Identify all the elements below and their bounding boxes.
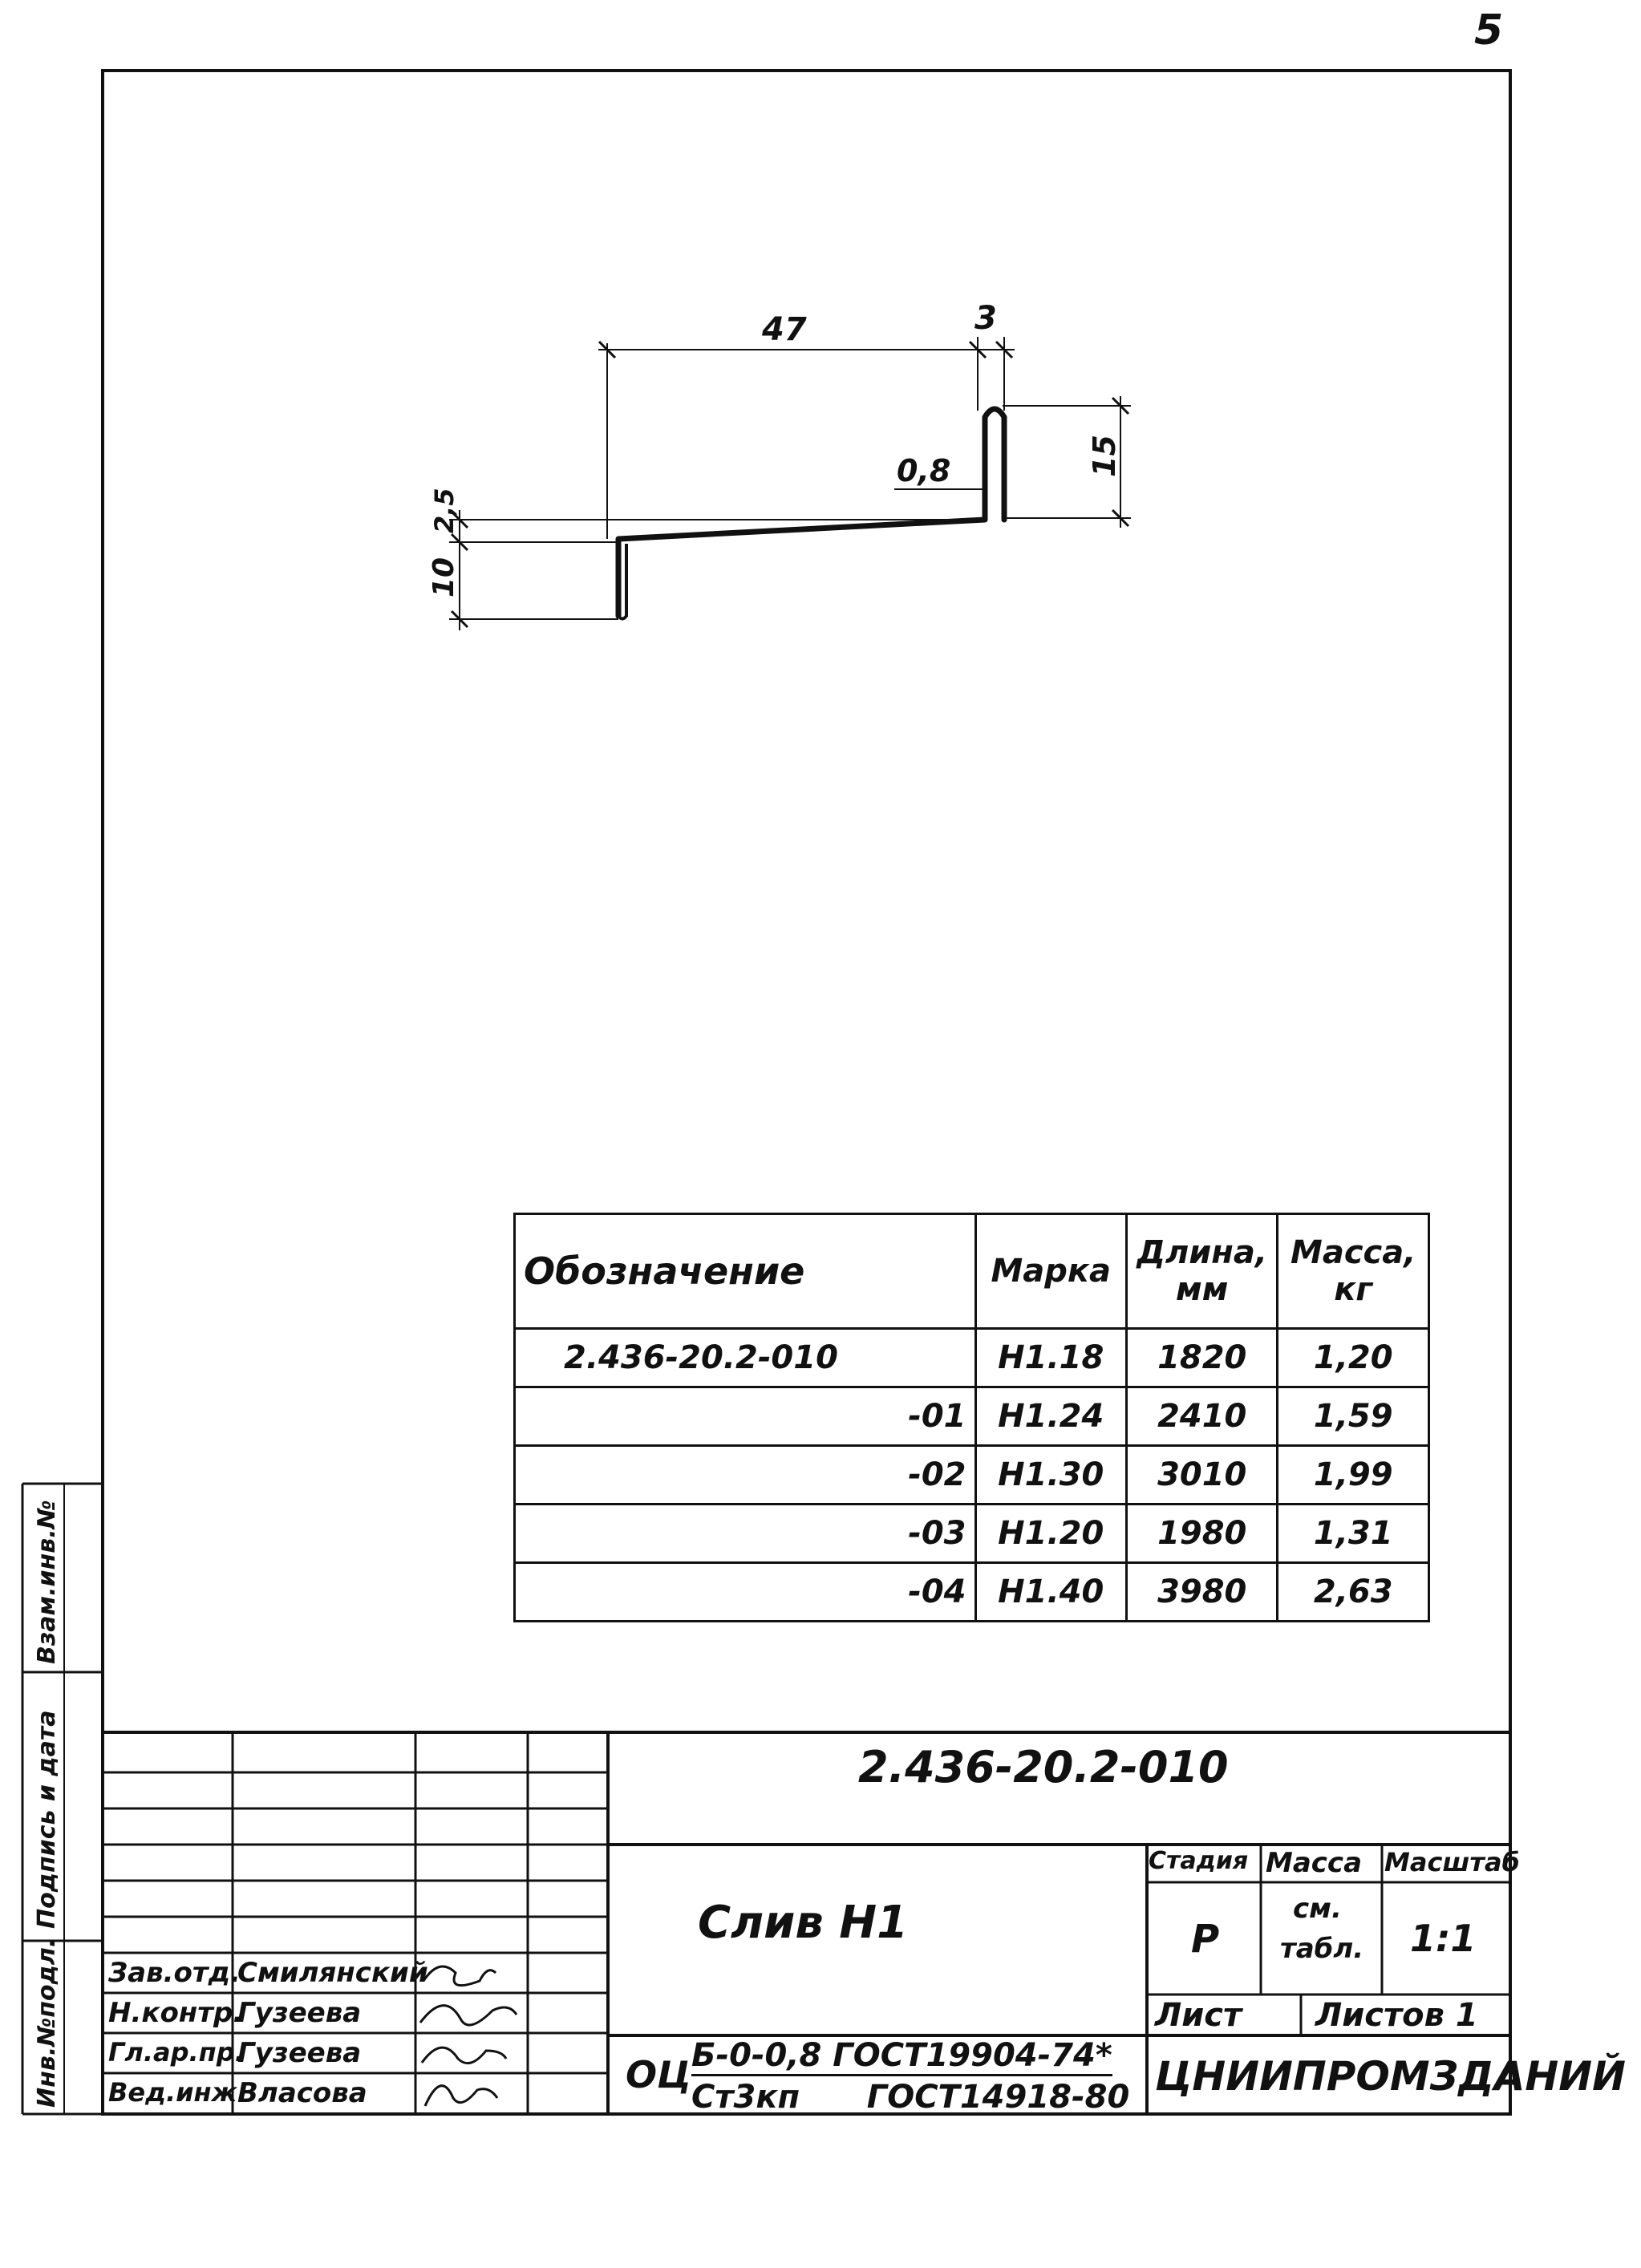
cell-length: 3010 xyxy=(1124,1444,1279,1505)
title-block-lines xyxy=(103,1731,1510,2114)
sheet-frame xyxy=(101,69,1512,2116)
profile-outline xyxy=(615,406,1007,619)
stage-label: Стадия xyxy=(1149,1847,1249,1875)
cell-designation: 2.436-20.2-010 xyxy=(513,1327,977,1388)
dim-15: 15 xyxy=(1087,435,1122,477)
table-row: -03 Н1.20 1980 1,31 xyxy=(513,1503,1430,1564)
table-row: -02 Н1.30 3010 1,99 xyxy=(513,1444,1430,1505)
side-stamp-inv: Инв.№подл. xyxy=(33,1938,61,2108)
mass-value-line2: табл. xyxy=(1280,1933,1364,1965)
sig-role-1: Зав.отд. xyxy=(108,1957,241,1989)
cell-length: 3980 xyxy=(1124,1561,1279,1622)
cell-length: 1820 xyxy=(1124,1327,1279,1388)
header-mass: Масса, кг xyxy=(1276,1213,1430,1330)
dim-3: 3 xyxy=(974,300,997,337)
sig-name-4: Власова xyxy=(237,2077,367,2109)
sig-role-3: Гл.ар.пр. xyxy=(108,2037,245,2068)
dim-47: 47 xyxy=(761,311,807,348)
cell-mark: Н1.30 xyxy=(974,1444,1128,1505)
table-row: 2.436-20.2-010 Н1.18 1820 1,20 xyxy=(513,1327,1430,1388)
cell-mark: Н1.18 xyxy=(974,1327,1128,1388)
stage-value: Р xyxy=(1191,1917,1220,1962)
doc-designation: 2.436-20.2-010 xyxy=(858,1742,1229,1792)
sig-name-2: Гузеева xyxy=(237,1997,362,2029)
table-row: -04 Н1.40 3980 2,63 xyxy=(513,1561,1430,1622)
mass-label: Масса xyxy=(1266,1847,1363,1879)
sheet-label: Лист xyxy=(1155,1997,1242,2034)
cell-designation: -02 xyxy=(513,1444,977,1505)
sig-role-4: Вед.инж. xyxy=(108,2077,247,2108)
header-designation: Обозначение xyxy=(513,1213,977,1330)
dim-0-8: 0,8 xyxy=(897,453,950,488)
side-stamp-replace: Взам.инв.№ xyxy=(33,1500,61,1664)
signatures-handwritten xyxy=(419,1965,518,2107)
cell-mark: Н1.24 xyxy=(974,1386,1128,1447)
sheets-label: Листов 1 xyxy=(1315,1997,1478,2034)
dim-2-5: 2,5 xyxy=(429,488,460,533)
cell-mark: Н1.40 xyxy=(974,1561,1128,1622)
cell-mass: 1,31 xyxy=(1276,1503,1430,1564)
material-prefix: ОЦ xyxy=(626,2053,691,2096)
cell-designation: -04 xyxy=(513,1561,977,1622)
cell-mass: 2,63 xyxy=(1276,1561,1430,1622)
header-length: Длина, мм xyxy=(1124,1213,1279,1330)
page-number: 5 xyxy=(1474,6,1504,55)
cell-length: 1980 xyxy=(1124,1503,1279,1564)
organization: ЦНИИПРОМЗДАНИЙ xyxy=(1155,2053,1626,2100)
scale-value: 1:1 xyxy=(1410,1917,1477,1960)
header-mark: Марка xyxy=(974,1213,1128,1330)
doc-name: Слив Н1 xyxy=(698,1897,909,1949)
material-bottom: Ст3кп ГОСТ14918-80 xyxy=(691,2079,1130,2116)
profile-drawing xyxy=(449,337,1131,630)
cell-mass: 1,99 xyxy=(1276,1444,1430,1505)
specification-table: Обозначение Марка Длина, мм Масса, кг 2.… xyxy=(513,1213,1430,1622)
cell-designation: -03 xyxy=(513,1503,977,1564)
cell-mark: Н1.20 xyxy=(974,1503,1128,1564)
table-row: -01 Н1.24 2410 1,59 xyxy=(513,1386,1430,1447)
mass-value-line1: см. xyxy=(1293,1893,1342,1925)
side-stamp-sign: Подпись и дата xyxy=(33,1711,61,1929)
cell-length: 2410 xyxy=(1124,1386,1279,1447)
sig-name-3: Гузеева xyxy=(237,2037,362,2069)
cell-mass: 1,20 xyxy=(1276,1327,1430,1388)
cell-designation: -01 xyxy=(513,1386,977,1447)
scale-label: Масштаб xyxy=(1384,1847,1520,1877)
sig-role-2: Н.контр. xyxy=(108,1997,244,2029)
material-top: Б-0-0,8 ГОСТ19904-74* xyxy=(691,2037,1112,2076)
table-header-row: Обозначение Марка Длина, мм Масса, кг xyxy=(513,1213,1430,1330)
dim-10: 10 xyxy=(427,557,460,597)
cell-mass: 1,59 xyxy=(1276,1386,1430,1447)
sig-name-1: Смилянский xyxy=(237,1957,428,1989)
